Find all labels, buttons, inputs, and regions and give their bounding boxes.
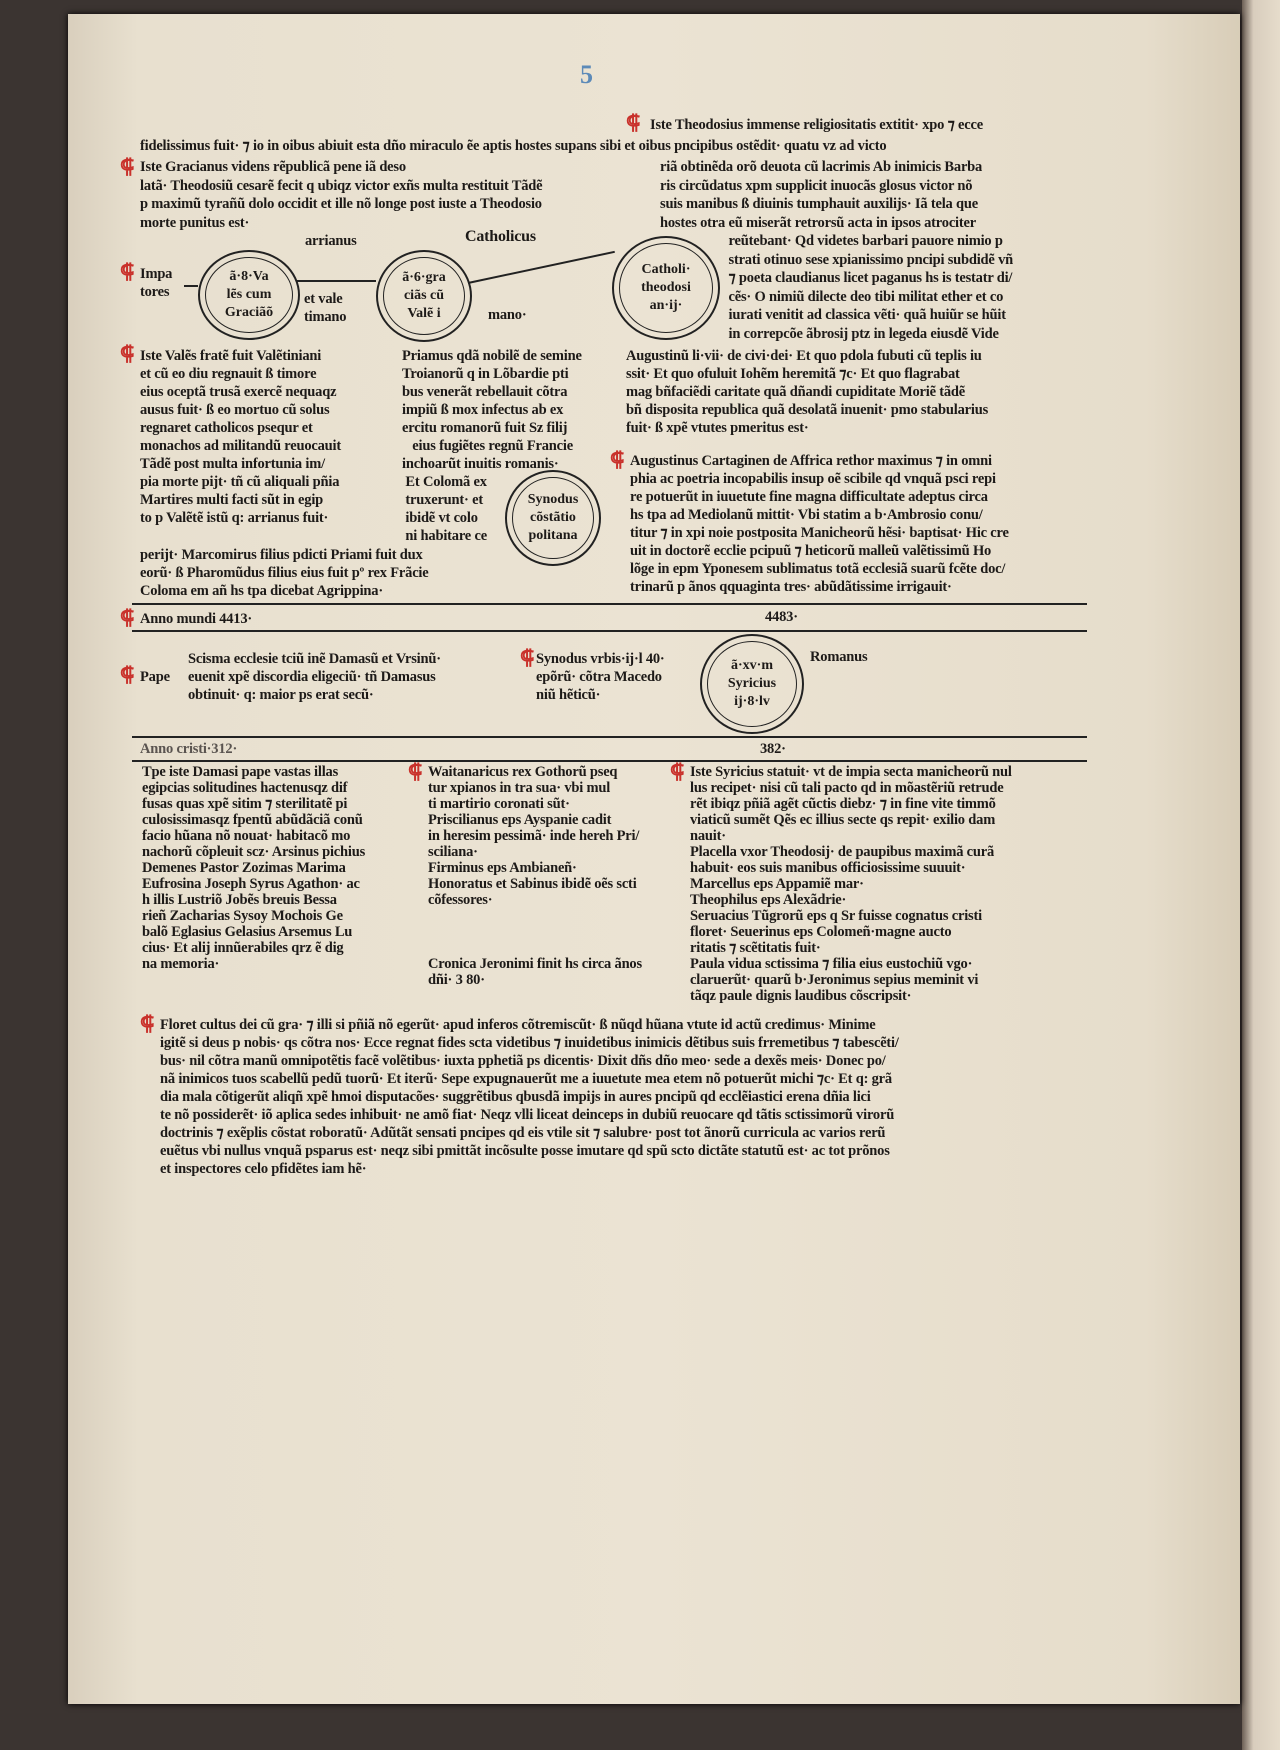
pape-label: Pape xyxy=(140,669,170,685)
pilcrow-mark: ⸿ xyxy=(120,607,135,629)
scisma-text: Scisma ecclesie tciũ inẽ Damasũ et Vrsin… xyxy=(188,651,441,703)
pilcrow-mark: ⸿ xyxy=(140,1013,155,1035)
label-mano: mano· xyxy=(488,307,527,323)
gracianus-text: Iste Gracianus videns rẽpublicã pene iã … xyxy=(140,159,543,231)
circle-syricius: ã·xv·m Syricius ij·8·lv xyxy=(700,634,804,734)
folio-mark: 5 xyxy=(580,60,593,89)
anno-mundi-right: 4483· xyxy=(765,609,798,625)
rule xyxy=(132,736,1087,738)
synodus-text: Synodus vrbis·ij·l 40· epõrũ· cõtra Mace… xyxy=(536,651,665,703)
label-arrianus: arrianus xyxy=(305,233,357,249)
circle-gracianus: ã·6·gra ciãs cũ Valẽ i xyxy=(376,250,472,342)
rule xyxy=(132,603,1087,605)
anno-cristi-right: 382· xyxy=(760,741,786,757)
pilcrow-mark: ⸿ xyxy=(520,647,535,669)
anno-mundi-label: Anno mundi 4413· xyxy=(140,611,253,627)
pilcrow-mark: ⸿ xyxy=(626,112,641,134)
pilcrow-mark: ⸿ xyxy=(610,449,625,471)
augustinus-text: Augustinus Cartaginen de Affrica rethor … xyxy=(630,453,1009,595)
connector-line xyxy=(296,280,376,282)
events-column: Waitanaricus rex Gothorũ pseq tur xpiano… xyxy=(428,764,642,988)
next-page-edge xyxy=(1242,0,1280,1750)
closing-paragraph: Floret cultus dei cũ gra· ⁊ illi si pñiã… xyxy=(160,1017,899,1177)
circle-text: Catholi· theodosi an·ij· xyxy=(619,243,713,333)
pilcrow-mark: ⸿ xyxy=(120,343,135,365)
circle-valens: ã·8·Va lẽs cum Graciãõ xyxy=(198,250,300,340)
romanus-label: Romanus xyxy=(810,649,868,665)
theodosius-text: riã obtinẽda orõ deuota cũ lacrimis Ab i… xyxy=(660,159,1013,342)
valens-text: Iste Valẽs fratẽ fuit Valẽtiniani et cũ … xyxy=(140,348,341,526)
pilcrow-mark: ⸿ xyxy=(120,156,135,178)
pilcrow-mark: ⸿ xyxy=(408,761,423,783)
anno-cristi-label: Anno cristi·312· xyxy=(140,741,238,757)
pilcrow-mark: ⸿ xyxy=(120,261,135,283)
top-line: fidelissimus fuit· ⁊ io in oibus abiuit … xyxy=(140,138,887,154)
pilcrow-mark: ⸿ xyxy=(120,664,135,686)
circle-theodosius: Catholi· theodosi an·ij· xyxy=(612,236,720,340)
theodosius-heading: Iste Theodosius immense religiositatis e… xyxy=(650,117,983,133)
damasus-column: Tpe iste Damasi pape vastas illas egipci… xyxy=(142,764,366,972)
label-valentiniano: et vale timano xyxy=(304,291,347,325)
label-imperatores: Impa tores xyxy=(140,266,173,300)
circle-text: ã·xv·m Syricius ij·8·lv xyxy=(707,641,797,727)
pilcrow-mark: ⸿ xyxy=(670,761,685,783)
priamus-text: Priamus qdã nobilẽ de semine Troianorũ q… xyxy=(402,348,582,544)
syricius-column: Iste Syricius statuit· vt de impia secta… xyxy=(690,764,1012,1004)
marcomirus-text: perijt· Marcomirus filius pdicti Priami … xyxy=(140,547,429,599)
circle-synodus: Synodus cõstãtio politana xyxy=(505,470,601,566)
connector-line xyxy=(184,285,198,287)
rule xyxy=(132,760,1087,762)
circle-text: ã·6·gra ciãs cũ Valẽ i xyxy=(383,257,465,335)
circle-text: ã·8·Va lẽs cum Graciãõ xyxy=(205,257,293,333)
theodosius-continued: Augustinũ li·vii· de civi·dei· Et quo pd… xyxy=(626,348,989,436)
circle-text: Synodus cõstãtio politana xyxy=(512,477,594,559)
rule xyxy=(132,630,1087,632)
label-catholicus: Catholicus xyxy=(465,228,536,245)
